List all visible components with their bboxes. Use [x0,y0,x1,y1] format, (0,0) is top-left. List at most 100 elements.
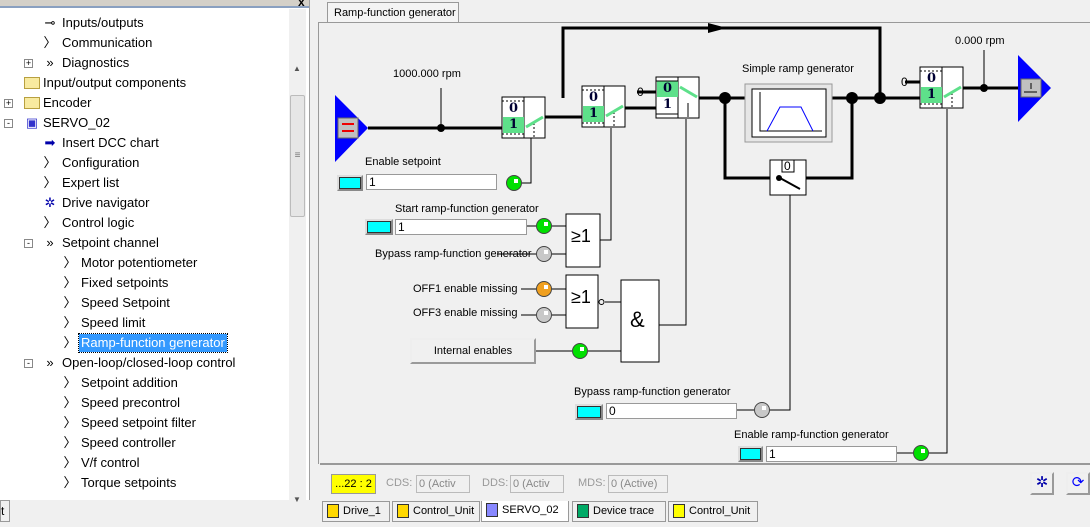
tree-item-label: Expert list [62,175,120,190]
tree-item[interactable]: 〉Torque setpoints [0,473,289,493]
scrollbar-thumb[interactable]: ≡ [290,95,305,217]
chevron-right-icon: 〉 [63,275,77,290]
bypass-switch [769,159,807,196]
tree-item[interactable]: 〉V/f control [0,453,289,473]
bottom-tab-label: Control_Unit [689,505,751,517]
mds-label: MDS: [578,477,606,489]
junction-dots [437,84,988,132]
expand-icon[interactable]: + [24,58,33,68]
control-lines [440,50,985,454]
drive-navigator-button[interactable]: ✲ [1030,472,1054,495]
bypass-rfg-connector[interactable] [575,404,603,420]
bypass-rfg-field[interactable]: 0 [606,403,737,419]
close-button[interactable]: x [298,0,305,9]
tree-item[interactable]: +Encoder [0,93,289,113]
tree-item[interactable]: 〉 Speed Setpoint [0,293,289,313]
tab-ramp-function-generator[interactable]: Ramp-function generator [327,2,459,23]
tree-item[interactable]: -»Open-loop/closed-loop control [0,353,289,373]
start-rfg-field[interactable]: 1 [395,219,527,235]
tree-item[interactable]: Input/output components [0,73,289,93]
folder-icon [24,97,40,109]
tree-item[interactable]: 〉Ramp-function generator [0,333,289,353]
simple-ramp-label: Simple ramp generator [742,63,854,75]
chevron-right-icon: 〉 [43,175,57,190]
double-chevron-icon: » [46,235,54,250]
tree-item-label: Communication [62,35,153,50]
collapse-icon[interactable]: - [24,239,33,248]
double-chevron-icon: » [46,355,54,370]
tree-item[interactable]: - ▣ SERVO_02 [0,113,289,133]
chevron-right-icon: 〉 [63,395,77,410]
tree-item[interactable]: ✲ Drive navigator [0,193,289,213]
enable-rfg-connector[interactable] [738,446,763,462]
bottom-tab[interactable]: SERVO_02 [481,501,569,522]
tree-item[interactable]: 〉 Communication [0,33,289,53]
chevron-right-icon: 〉 [43,35,57,50]
tree-item[interactable]: +»Diagnostics [0,53,289,73]
setpoint-value: 1000.000 rpm [393,68,461,80]
dds-label: DDS: [482,477,509,489]
tree-item[interactable]: 〉Setpoint addition [0,373,289,393]
switch-3-switch-one: 1 [663,97,673,112]
tree-header [0,0,309,8]
switch-3-switch-zero: 0 [663,81,673,96]
tree-item[interactable]: ⊸Inputs/outputs [0,13,289,33]
internal-enables-button[interactable]: Internal enables [410,338,536,364]
tree-item[interactable]: 〉Fixed setpoints [0,273,289,293]
enable-rfg-field[interactable]: 1 [766,446,897,462]
tree-item[interactable]: 〉Motor potentiometer [0,253,289,273]
cds-select[interactable]: 0 (Activ [416,475,470,493]
enable-setpoint-connector[interactable] [337,175,363,191]
refresh-button[interactable]: ⟳ [1066,472,1090,495]
bypass-switch-zero: 0 [784,159,791,173]
tree-item-label: Speed Setpoint [81,295,170,310]
dds-select[interactable]: 0 (Activ [510,475,564,493]
tree-item[interactable]: 〉Speed limit [0,313,289,333]
tree-item[interactable]: 〉 Speed precontrol [0,393,289,413]
chevron-right-icon: 〉 [63,335,77,350]
bypass-status-label: Bypass ramp-function generator [375,248,532,260]
tree-item[interactable]: 〉Configuration [0,153,289,173]
bottom-tab[interactable]: Device trace [572,501,666,522]
enable-setpoint-field[interactable]: 1 [366,174,497,190]
tree-item-label: Input/output components [43,75,187,90]
tree-item-label: Torque setpoints [81,475,177,490]
cu-icon [673,504,685,519]
tree-item-label: Drive navigator [62,195,150,210]
chevron-right-icon: 〉 [63,295,77,310]
bottom-tab-label: Device trace [593,505,655,517]
collapse-icon[interactable]: - [24,359,33,368]
tree-item-label: Insert DCC chart [62,135,159,150]
tree-item-label: Speed limit [81,315,146,330]
tree-item[interactable]: 〉Speed controller [0,433,289,453]
tree-item-label: Speed precontrol [81,395,181,410]
bottom-tab[interactable]: Control_Unit [668,501,758,522]
navigator-icon: ✲ [44,195,56,210]
switch-2-switch-one: 1 [589,106,599,121]
tree-item[interactable]: ➡Insert DCC chart [0,133,289,153]
expand-icon[interactable]: + [4,98,13,108]
tree-item[interactable]: -»Setpoint channel [0,233,289,253]
tree-item[interactable]: 〉Control logic [0,213,289,233]
tree-item-label: SERVO_02 [43,115,110,130]
tree-item[interactable]: 〉 Expert list [0,173,289,193]
chevron-right-icon: 〉 [63,435,77,450]
scroll-down-icon[interactable]: ▼ [293,495,301,504]
const-zero-2: 0 [901,75,908,89]
collapse-icon[interactable]: - [4,119,13,128]
start-rfg-connector[interactable] [365,219,393,235]
left-tab[interactable]: t [0,500,10,522]
drive-icon: ▣ [25,115,39,130]
chevron-right-icon: 〉 [63,375,77,390]
switch-2-switch-zero: 0 [589,90,599,105]
status-indicator: ...22 : 2 [331,474,376,494]
bottom-tab[interactable]: Drive_1 [322,501,390,522]
or-gate-1-label: ≥1 [571,226,591,246]
bypass-rfg-label: Bypass ramp-function generator [574,386,731,398]
switch-4-switch-zero: 0 [927,71,937,86]
tree-item[interactable]: 〉Speed setpoint filter [0,413,289,433]
scroll-up-icon[interactable]: ▲ [293,64,301,73]
and-gate [620,279,660,363]
bottom-tab[interactable]: Control_Unit [392,501,480,522]
diagram-area [318,22,1090,464]
